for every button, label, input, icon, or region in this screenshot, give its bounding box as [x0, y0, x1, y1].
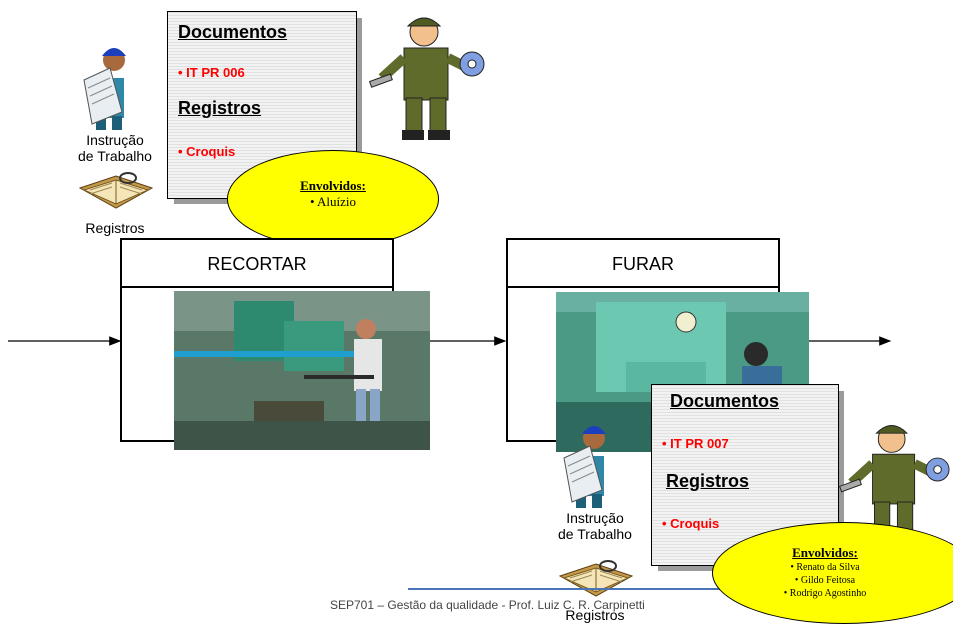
- involved-person: • Renato da Silva: [790, 562, 860, 573]
- instruction-worker-icon: [563, 426, 606, 508]
- documents-heading: Documentos: [178, 22, 288, 42]
- records-item: • Croquis: [178, 144, 236, 159]
- instruction-worker-icon: [83, 48, 126, 130]
- involved-ellipse-top: Envolvidos: • Aluízio: [227, 150, 439, 248]
- records-book-icon: [558, 560, 634, 597]
- involved-ellipse-bottom: Envolvidos: • Renato da Silva • Gildo Fe…: [712, 522, 953, 624]
- footer-divider: [408, 588, 838, 590]
- records-book-icon: [78, 172, 154, 209]
- involved-person: • Rodrigo Agostinho: [783, 588, 867, 599]
- mechanic-icon: [368, 17, 485, 140]
- process-title: RECORTAR: [207, 254, 307, 274]
- records-heading: Registros: [178, 98, 262, 118]
- documents-item: • IT PR 007: [662, 436, 729, 451]
- process-title: FURAR: [612, 254, 674, 274]
- cutting-photo: [174, 291, 430, 450]
- footer-text: SEP701 – Gestão da qualidade - Prof. Lui…: [330, 598, 645, 612]
- records-label-top: Registros: [85, 220, 145, 236]
- involved-title: Envolvidos:: [300, 178, 366, 193]
- records-item: • Croquis: [662, 516, 720, 531]
- records-heading: Registros: [666, 471, 750, 491]
- documents-heading: Documentos: [670, 391, 780, 411]
- involved-person: • Aluízio: [309, 194, 357, 209]
- involved-person: • Gildo Feitosa: [794, 575, 856, 586]
- instruction-label-bottom: Instrução de Trabalho: [558, 510, 632, 542]
- records-label-bottom: Registros: [565, 607, 625, 623]
- involved-title: Envolvidos:: [792, 545, 858, 560]
- documents-item: • IT PR 006: [178, 65, 245, 80]
- instruction-label-top: Instrução de Trabalho: [78, 132, 152, 164]
